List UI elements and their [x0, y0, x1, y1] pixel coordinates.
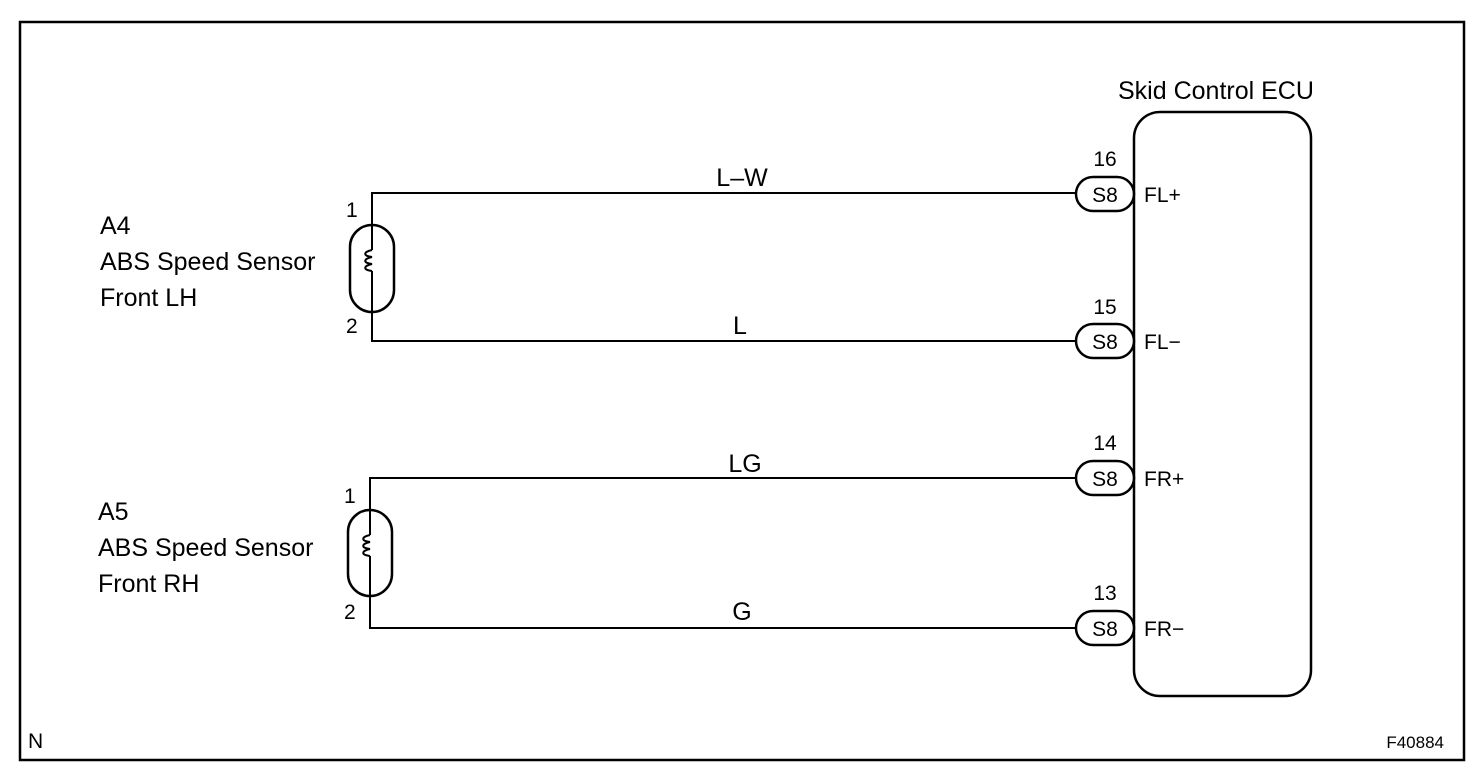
wire-lw	[371, 192, 1076, 225]
wire-g	[369, 596, 1076, 629]
sensor-position: Front RH	[98, 570, 199, 598]
wire-lg	[369, 477, 1076, 510]
terminal-signal: FR+	[1144, 468, 1184, 491]
connector-code: S8	[1092, 468, 1118, 491]
wires	[369, 192, 1076, 629]
connector-badge	[1074, 609, 1136, 647]
coil-icon	[362, 534, 371, 557]
coil-icon	[364, 249, 373, 272]
sensor-pin-bottom: 2	[344, 601, 356, 624]
sensor-name: ABS Speed Sensor	[100, 248, 315, 276]
terminal-fr-plus: 14 S8 FR+	[1074, 432, 1184, 497]
sensor-name: ABS Speed Sensor	[98, 534, 313, 562]
ecu-box	[1132, 110, 1313, 698]
corner-mark: N	[28, 730, 43, 753]
connector-badge	[1074, 459, 1136, 497]
connector-code: S8	[1092, 618, 1118, 641]
wire-label-g: G	[732, 598, 751, 626]
connector-code: S8	[1092, 331, 1118, 354]
terminal-pin: 13	[1093, 582, 1116, 605]
terminal-signal: FL−	[1144, 331, 1181, 354]
sensor-position: Front LH	[100, 284, 197, 312]
sensor-a4: A4 ABS Speed Sensor Front LH 1 2	[100, 199, 396, 338]
sensor-code: A4	[100, 212, 131, 240]
figure-code: F40884	[1386, 733, 1444, 752]
connector-badge	[1074, 175, 1136, 213]
terminal-fl-plus: 16 S8 FL+	[1074, 148, 1181, 213]
terminal-pin: 16	[1093, 148, 1116, 171]
terminal-pin: 15	[1093, 296, 1116, 319]
connector-badge	[1074, 322, 1136, 360]
wire-label-l: L	[733, 312, 747, 340]
terminal-fr-minus: 13 S8 FR−	[1074, 582, 1184, 647]
sensor-pin-top: 1	[346, 199, 358, 222]
diagram-frame	[18, 20, 1466, 762]
ecu-title: Skid Control ECU	[1118, 77, 1314, 105]
terminal-signal: FR−	[1144, 618, 1184, 641]
sensor-a5: A5 ABS Speed Sensor Front RH 1 2	[98, 485, 394, 624]
terminal-signal: FL+	[1144, 184, 1181, 207]
sensor-code: A5	[98, 498, 129, 526]
wire-label-lw: L–W	[716, 164, 768, 192]
terminal-pin: 14	[1093, 432, 1117, 455]
wire-l	[371, 312, 1076, 342]
connector-code: S8	[1092, 184, 1118, 207]
wire-label-lg: LG	[728, 450, 761, 478]
terminal-fl-minus: 15 S8 FL−	[1074, 296, 1181, 360]
sensor-pin-bottom: 2	[346, 315, 358, 338]
sensor-pin-top: 1	[344, 485, 356, 508]
